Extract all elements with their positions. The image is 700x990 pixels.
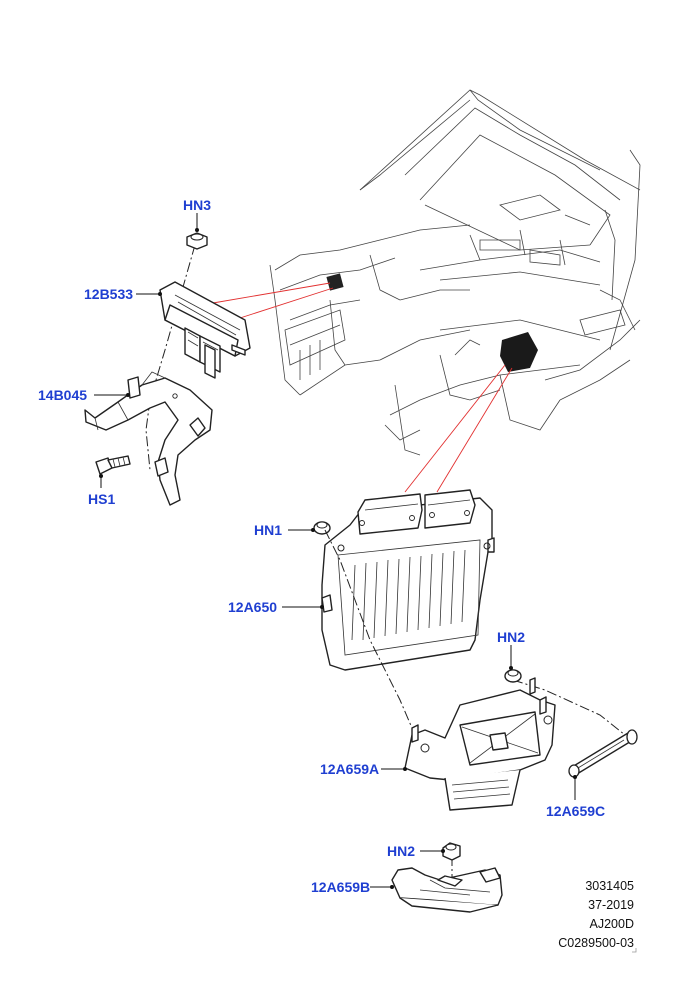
callout-leaders [94, 213, 576, 888]
reference-line-1: 3031405 [585, 879, 634, 893]
callout-hs1: HS1 [88, 491, 115, 507]
body-mount-location-markers [326, 273, 538, 372]
callout-12a659c: 12A659C [546, 803, 605, 819]
nut-hn1 [313, 521, 331, 535]
callout-12b533: 12B533 [84, 286, 133, 302]
control-module-12b533 [159, 281, 251, 379]
reference-line-4: C0289500-03 [558, 936, 634, 950]
callout-12a650: 12A650 [228, 599, 277, 615]
nut-hn2-lower [442, 842, 461, 861]
callout-14b045: 14B045 [38, 387, 87, 403]
engine-control-module-12a650 [321, 489, 495, 671]
callout-hn1: HN1 [254, 522, 282, 538]
red-leader-lines [212, 282, 513, 493]
support-rod-12a659c [568, 729, 638, 778]
bracket-12a659a [404, 677, 556, 811]
bracket-14b045 [84, 371, 213, 506]
reference-line-3: AJ200D [590, 917, 634, 931]
bracket-12a659b [391, 867, 503, 913]
callout-hn2-lower: HN2 [387, 843, 415, 859]
assembly-axis-ecm [324, 529, 413, 729]
callout-12a659a: 12A659A [320, 761, 379, 777]
reference-block: 3031405 37-2019 AJ200D C0289500-03 [558, 879, 637, 953]
nut-hn2-upper [504, 669, 522, 683]
bolt-hs1 [95, 455, 131, 475]
callout-hn2-upper: HN2 [497, 629, 525, 645]
assembly-axis-hn2 [512, 679, 626, 736]
reference-line-2: 37-2019 [588, 898, 634, 912]
callout-12a659b: 12A659B [311, 879, 370, 895]
callout-dots [99, 228, 577, 889]
vehicle-body-shell [269, 89, 641, 456]
callout-hn3: HN3 [183, 197, 211, 213]
nut-hn3 [186, 232, 208, 250]
